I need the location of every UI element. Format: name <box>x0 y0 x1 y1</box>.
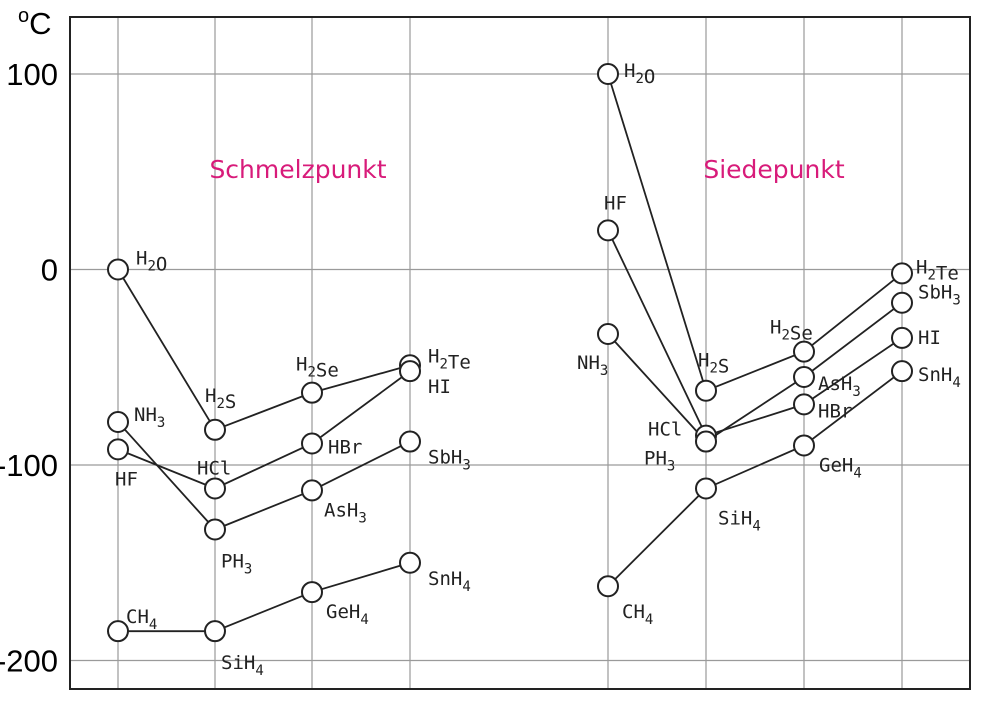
point-label: HCl <box>648 419 682 441</box>
point-label: H2Se <box>770 317 813 345</box>
data-point <box>301 432 323 455</box>
point-label: HBr <box>328 436 362 458</box>
series-line <box>607 230 903 437</box>
plot-frame <box>69 16 971 690</box>
point-label: HI <box>428 376 451 398</box>
data-point <box>107 620 129 643</box>
data-point <box>204 518 226 541</box>
data-point <box>793 340 815 363</box>
point-label: SiH4 <box>718 507 761 534</box>
data-point <box>301 581 323 604</box>
series-line <box>118 561 411 633</box>
point-label: CH4 <box>126 606 157 633</box>
data-point <box>891 262 913 285</box>
data-point <box>597 323 619 346</box>
data-points <box>107 63 913 643</box>
point-label: GeH4 <box>819 454 862 481</box>
point-label: PH3 <box>221 551 252 578</box>
data-point <box>204 620 226 643</box>
data-point <box>793 366 815 389</box>
point-label: H2O <box>624 60 655 88</box>
data-point <box>891 360 913 383</box>
data-point <box>597 63 619 85</box>
point-label: H2S <box>698 350 729 378</box>
point-label: GeH4 <box>326 601 369 628</box>
y-tick-label: 100 <box>6 57 58 92</box>
y-tick-label: 0 <box>41 253 58 288</box>
series-line <box>117 269 411 431</box>
data-point <box>597 219 619 242</box>
data-point <box>793 434 815 457</box>
point-label: PH3 <box>644 448 675 475</box>
data-point <box>891 326 913 349</box>
data-point <box>399 551 421 574</box>
point-label: SiH4 <box>221 652 264 679</box>
data-point <box>695 477 717 500</box>
data-point <box>793 393 815 416</box>
point-label: H2Se <box>296 354 339 382</box>
data-point <box>695 430 717 453</box>
point-label: CH4 <box>622 601 653 628</box>
point-label: HI <box>918 327 941 349</box>
point-label: NH3 <box>577 352 608 379</box>
y-tick-labels: 100 0 -100 -200 <box>0 57 58 679</box>
point-label: SnH4 <box>428 568 471 595</box>
data-point <box>301 479 323 502</box>
point-label: HCl <box>197 457 231 479</box>
panel-titles: Schmelzpunkt Siedepunkt <box>209 155 844 184</box>
point-label: H2Te <box>916 256 959 284</box>
point-label: H2Te <box>428 345 471 373</box>
point-label: SnH4 <box>918 364 961 391</box>
point-label: HBr <box>818 400 852 422</box>
data-point <box>891 291 913 314</box>
series-line <box>607 302 903 443</box>
point-label: AsH3 <box>818 373 861 400</box>
point-label: HF <box>604 192 627 214</box>
data-point <box>399 430 421 453</box>
data-point <box>107 438 129 461</box>
point-label: H2O <box>136 248 167 276</box>
data-point <box>107 410 129 433</box>
series-line <box>607 73 903 392</box>
y-tick-label: -100 <box>0 448 58 483</box>
unit-celsius: C <box>29 6 51 41</box>
series-line <box>117 370 411 490</box>
unit-label: oC <box>18 5 52 41</box>
grid <box>70 17 970 689</box>
series-line <box>117 421 411 531</box>
data-point <box>301 381 323 404</box>
data-point <box>597 575 619 598</box>
series-lines <box>117 73 903 633</box>
point-label: SbH3 <box>918 282 961 309</box>
point-label: NH3 <box>134 404 165 431</box>
data-point <box>107 258 129 281</box>
unit-degree: o <box>18 5 29 27</box>
y-tick-label: -200 <box>0 644 58 679</box>
panel-title: Siedepunkt <box>703 155 844 184</box>
data-point <box>399 360 421 383</box>
data-point <box>204 477 226 500</box>
panel-title: Schmelzpunkt <box>209 155 386 184</box>
point-label: AsH3 <box>324 499 367 526</box>
data-point <box>695 379 717 402</box>
point-label: H2S <box>205 385 236 413</box>
point-label: HF <box>115 468 138 490</box>
point-label: SbH3 <box>428 447 471 474</box>
data-point <box>204 418 226 441</box>
series-line <box>607 370 903 587</box>
